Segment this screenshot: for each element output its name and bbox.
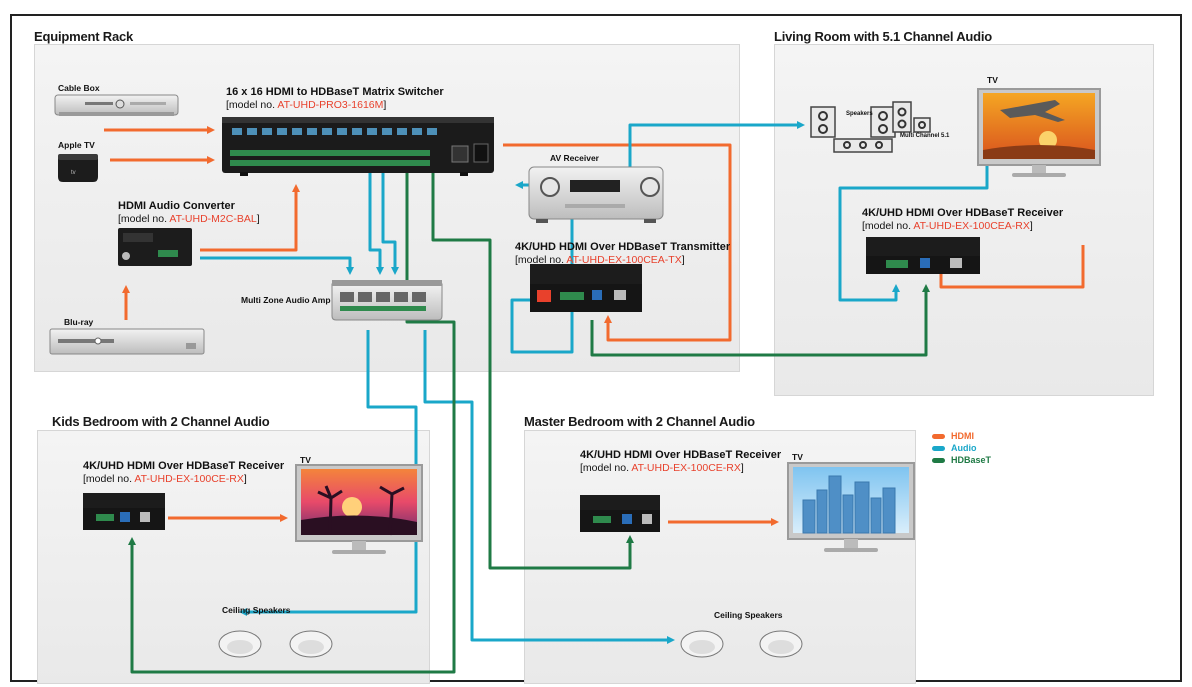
legend-label: HDMI: [951, 431, 974, 441]
model-prefix: [model no.: [862, 220, 914, 232]
audio-cable: [200, 256, 354, 275]
audio-cable: [838, 166, 989, 302]
legend-swatch: [932, 445, 945, 451]
blu-ray-label: Blu-ray: [64, 317, 94, 327]
multi-zone-amp-device: [331, 280, 443, 321]
audio-cable: [368, 172, 384, 275]
transmitter-model: [model no. AT-UHD-EX-100CEA-TX]: [515, 254, 685, 267]
av-receiver-device: [528, 166, 664, 223]
master-receiver-device: [580, 495, 660, 532]
legend-item-hdmi: HDMI: [932, 430, 991, 442]
audio-cable: [239, 330, 418, 616]
hdbaset-cable: [431, 172, 634, 570]
kids-receiver-model-number: AT-UHD-EX-100CE-RX: [134, 473, 244, 485]
audio-converter-model-number: AT-UHD-M2C-BAL: [169, 213, 257, 225]
master-bedroom-title: Master Bedroom with 2 Channel Audio: [524, 414, 755, 429]
master-ceiling-speakers-label: Ceiling Speakers: [714, 610, 783, 620]
living-receiver-model: [model no. AT-UHD-EX-100CEA-RX]: [862, 220, 1033, 233]
legend-swatch: [932, 433, 945, 439]
cable-box-device: [54, 94, 179, 116]
kids-ceiling-speakers-graphic: [218, 630, 333, 658]
living-receiver-model-number: AT-UHD-EX-100CEA-RX: [913, 220, 1030, 232]
legend-label: HDBaseT: [951, 455, 992, 465]
living-speakers-graphic: [810, 101, 931, 153]
legend-swatch: [932, 457, 945, 463]
cable-box-label: Cable Box: [58, 83, 100, 93]
kids-ceiling-speakers-label: Ceiling Speakers: [222, 605, 291, 615]
model-prefix: [model no.: [580, 462, 632, 474]
living-receiver-title: 4K/UHD HDMI Over HDBaseT Receiver: [862, 207, 1064, 219]
legend-item-hdbaset: HDBaseT: [932, 454, 991, 466]
audio-cable: [381, 172, 399, 275]
model-suffix: ]: [243, 473, 247, 485]
matrix-model-number: AT-UHD-PRO3-1616M: [277, 99, 384, 111]
kids-bedroom-title: Kids Bedroom with 2 Channel Audio: [52, 414, 270, 429]
master-receiver-model: [model no. AT-UHD-EX-100CE-RX]: [580, 462, 744, 475]
master-tv-graphic: [787, 462, 915, 552]
transmitter-device: [530, 264, 642, 312]
living-tv-graphic: [977, 88, 1101, 177]
apple-tv-label: Apple TV: [58, 140, 95, 150]
av-receiver-label: AV Receiver: [550, 153, 599, 163]
model-prefix: [model no.: [83, 473, 135, 485]
kids-receiver-device: [83, 493, 165, 530]
kids-receiver-title: 4K/UHD HDMI Over HDBaseT Receiver: [83, 460, 285, 472]
model-suffix: ]: [383, 99, 387, 111]
matrix-switcher-title: 16 x 16 HDMI to HDBaseT Matrix Switcher: [226, 86, 444, 98]
apple-tv-device: tv: [58, 154, 98, 182]
svg-text:tv: tv: [71, 170, 76, 176]
multi-zone-amp-label: Multi Zone Audio Amp: [241, 295, 331, 305]
model-prefix: [model no.: [226, 99, 278, 111]
audio-converter-model: [model no. AT-UHD-M2C-BAL]: [118, 213, 260, 226]
transmitter-model-number: AT-UHD-EX-100CEA-TX: [566, 254, 682, 266]
legend-item-audio: Audio: [932, 442, 991, 454]
master-receiver-model-number: AT-UHD-EX-100CE-RX: [631, 462, 741, 474]
living-room-title: Living Room with 5.1 Channel Audio: [774, 29, 993, 44]
model-suffix: ]: [681, 254, 685, 266]
living-receiver-device: [866, 237, 980, 274]
blu-ray-device: [49, 328, 205, 355]
kids-tv-graphic: [295, 464, 423, 554]
multi-channel-label: Multi Channel 5.1: [900, 133, 950, 139]
audio-converter-title: HDMI Audio Converter: [118, 200, 235, 212]
master-ceiling-speakers-graphic: [680, 630, 803, 658]
model-prefix: [model no.: [118, 213, 170, 225]
kids-receiver-model: [model no. AT-UHD-EX-100CE-RX]: [83, 473, 247, 486]
equipment-rack-title: Equipment Rack: [34, 29, 134, 44]
model-prefix: [model no.: [515, 254, 567, 266]
master-receiver-title: 4K/UHD HDMI Over HDBaseT Receiver: [580, 449, 782, 461]
transmitter-title: 4K/UHD HDMI Over HDBaseT Transmitter: [515, 241, 731, 253]
matrix-switcher-model: [model no. AT-UHD-PRO3-1616M]: [226, 99, 386, 112]
hdmi-cable: [503, 143, 732, 342]
kids-tv-label: TV: [300, 455, 311, 465]
hdbaset-cable: [590, 284, 930, 357]
model-suffix: ]: [1029, 220, 1033, 232]
speakers-label: Speakers: [846, 111, 873, 117]
legend-label: Audio: [951, 443, 977, 453]
master-tv-label: TV: [792, 452, 803, 462]
hdmi-cable: [200, 184, 300, 252]
living-tv-label: TV: [987, 75, 998, 85]
cable-legend: HDMI Audio HDBaseT: [932, 430, 991, 466]
matrix-switcher-device: [222, 117, 494, 176]
model-suffix: ]: [740, 462, 744, 474]
audio-cable: [423, 330, 675, 644]
audio-converter-device: [118, 228, 192, 266]
model-suffix: ]: [256, 213, 260, 225]
